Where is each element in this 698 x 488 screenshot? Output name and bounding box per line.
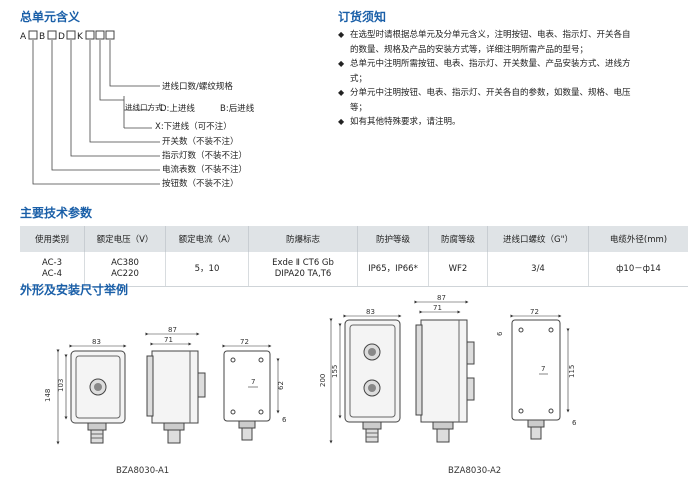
td-ex-marking: Exde Ⅱ CT6 Gb DIPA20 TA,T6 xyxy=(248,252,358,287)
tech-title: 主要技术参数 xyxy=(20,206,93,220)
a2-dim-back-width: 72 xyxy=(530,308,539,316)
legend-back-entry: B:后进线 xyxy=(220,104,255,114)
a2-front-view: 83 200 155 xyxy=(319,308,402,444)
td-current: 5，10 xyxy=(165,252,249,287)
th-cable-od: 电缆外径(mm) xyxy=(588,226,688,252)
ordering-item: 总单元中注明所需按钮、电表、指示灯、开关数量、产品安装方式、进线方式； xyxy=(338,57,638,86)
drawings-title: 外形及安装尺寸举例 xyxy=(20,283,129,297)
td-voltage: AC380 AC220 xyxy=(84,252,166,287)
a2-dim-back-offset: 7 xyxy=(541,365,545,373)
th-current: 额定电流（A） xyxy=(165,226,249,252)
code-letter-b: B xyxy=(39,32,45,42)
a1-caption: BZA8030-A1 xyxy=(116,466,169,476)
dimension-drawings: 83 148 103 87 71 xyxy=(44,294,577,476)
ordering-item: 如有其他特殊要求，请注明。 xyxy=(338,115,638,130)
code-letter-k: K xyxy=(77,32,84,42)
a1-dim-width: 83 xyxy=(92,338,101,346)
th-ip: 防护等级 xyxy=(357,226,429,252)
legend-top-entry: D:上进线 xyxy=(160,104,195,114)
td-anticorrosion: WF2 xyxy=(428,252,488,287)
th-anticorrosion: 防腐等级 xyxy=(428,226,488,252)
td-thread: 3/4 xyxy=(487,252,589,287)
ordering-title: 订货须知 xyxy=(338,10,387,24)
th-category: 使用类别 xyxy=(20,226,85,252)
a1-dim-depth: 87 xyxy=(168,326,177,334)
a1-side-view: 87 71 xyxy=(145,326,206,444)
a1-back-view: 72 7 62 6 xyxy=(222,338,287,441)
legend-inlet: 进线口数/螺纹规格 xyxy=(162,82,233,92)
tech-header-row: 使用类别 额定电压（V） 额定电流（A） 防爆标志 防护等级 防腐等级 进线口螺… xyxy=(20,226,688,252)
a2-side-view: 87 71 xyxy=(414,294,475,443)
legend-buttons: 按钮数（不装不注） xyxy=(162,179,239,189)
th-thread: 进线口螺纹（G"） xyxy=(487,226,589,252)
a2-dim-height: 200 xyxy=(319,374,327,387)
a1-dim-back-bottom: 6 xyxy=(282,416,287,424)
a2-dim-inner: 155 xyxy=(331,365,339,378)
td-cable-od: ф10－ф14 xyxy=(588,252,688,287)
legend-meters: 电流表数（不装不注） xyxy=(162,165,248,175)
a2-back-view: 72 6 7 115 6 xyxy=(496,308,577,440)
code-letter-a: A xyxy=(20,32,27,42)
tech-table: 使用类别 额定电压（V） 额定电流（A） 防爆标志 防护等级 防腐等级 进线口螺… xyxy=(20,226,688,287)
a1-dim-back-offset: 7 xyxy=(251,378,255,386)
a1-dim-side-inner: 71 xyxy=(164,336,173,344)
model-code-diagram: A B D K xyxy=(20,30,160,185)
th-voltage: 额定电压（V） xyxy=(84,226,166,252)
ordering-item: 在选型时请根据总单元及分单元含义，注明按钮、电表、指示灯、开关各自的数量、规格及… xyxy=(338,28,638,57)
legend-bottom-entry: X:下进线（可不注） xyxy=(155,122,232,132)
ordering-item: 分单元中注明按钮、电表、指示灯、开关各自的参数，如数量、规格、电压等； xyxy=(338,86,638,115)
a2-dim-width: 83 xyxy=(366,308,375,316)
a1-dim-height: 148 xyxy=(44,389,52,402)
code-letter-d: D xyxy=(58,32,65,42)
a1-dim-inner: 103 xyxy=(57,379,65,392)
a1-dim-back-height: 62 xyxy=(277,381,285,390)
a1-front-view: 83 148 103 xyxy=(44,338,127,445)
legend-lamps: 指示灯数（不装不注） xyxy=(162,151,248,161)
a1-dim-back-width: 72 xyxy=(240,338,249,346)
a2-dim-back-top: 6 xyxy=(496,331,504,336)
th-ex-marking: 防爆标志 xyxy=(248,226,358,252)
a2-dim-back-bottom: 6 xyxy=(572,419,577,427)
legend-inlet-mode: 进线口方式 xyxy=(125,103,163,112)
a2-caption: BZA8030-A2 xyxy=(448,466,501,476)
td-ip: IP65，IP66* xyxy=(357,252,429,287)
a2-dim-depth: 87 xyxy=(437,294,446,302)
tech-data-row: AC-3 AC-4 AC380 AC220 5，10 Exde Ⅱ CT6 Gb… xyxy=(20,252,688,287)
legend-title: 总单元含义 xyxy=(20,10,81,24)
a2-dim-back-height: 115 xyxy=(568,365,576,378)
td-category: AC-3 AC-4 xyxy=(20,252,85,287)
ordering-list: 在选型时请根据总单元及分单元含义，注明按钮、电表、指示灯、开关各自的数量、规格及… xyxy=(338,28,638,130)
a2-dim-side-inner: 71 xyxy=(433,304,442,312)
legend-switches: 开关数（不装不注） xyxy=(162,137,239,147)
